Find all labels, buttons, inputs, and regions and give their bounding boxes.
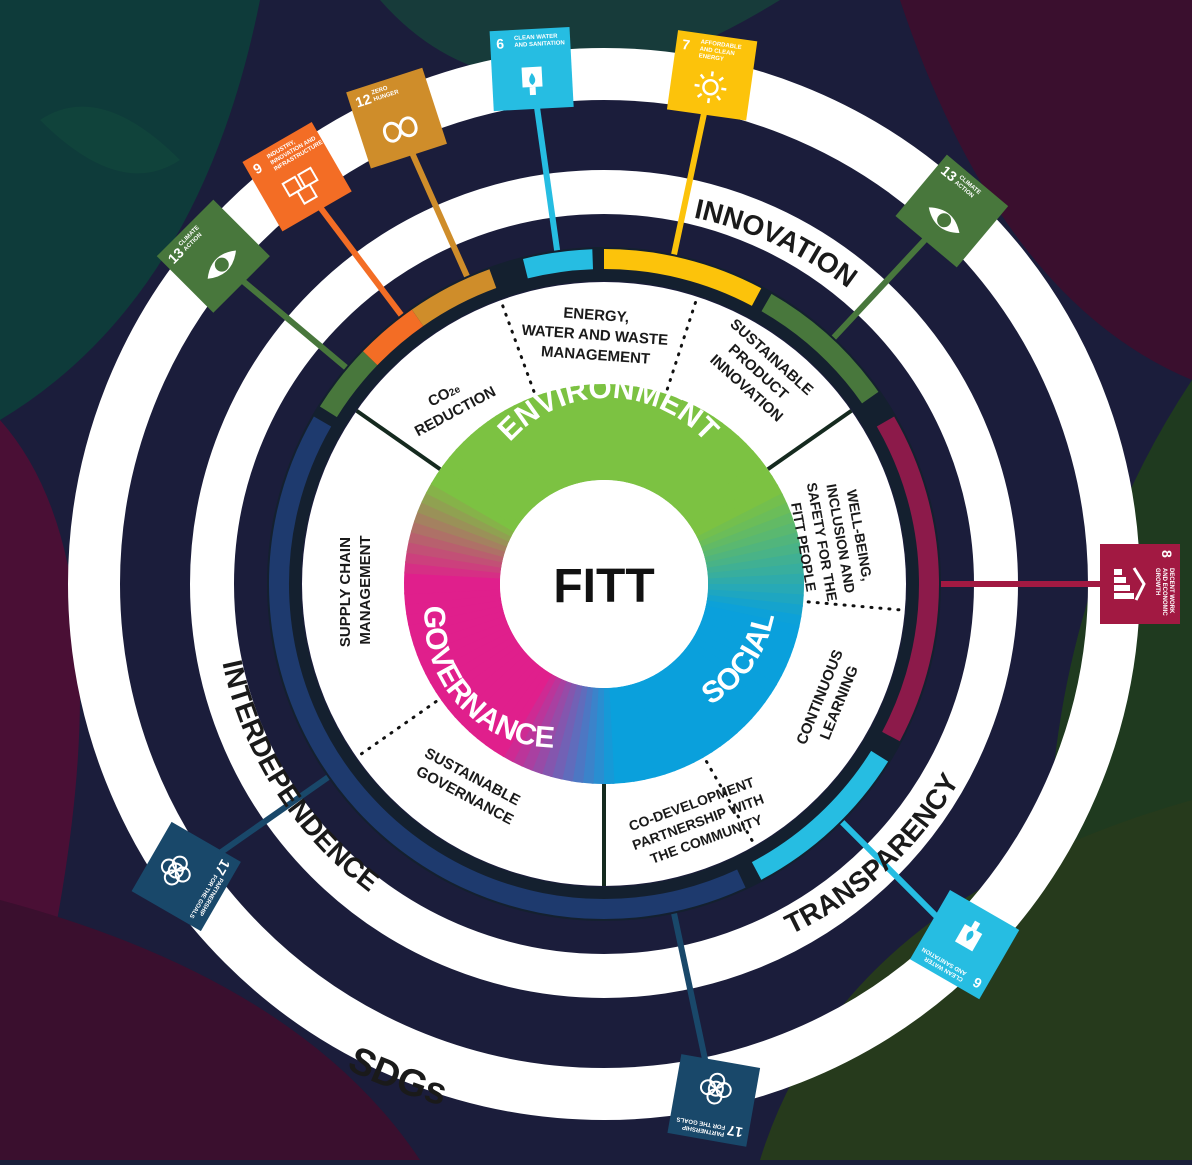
- center-title: FITT: [553, 560, 654, 613]
- arc-water-top: [525, 259, 592, 268]
- sdg-badge-caption: DECENT WORK: [1168, 568, 1174, 614]
- sdg-badge-caption: GROWTH: [1154, 568, 1160, 595]
- sdg-badge-caption: AND ECONOMIC: [1161, 568, 1167, 616]
- sdg-badge-number: 17: [726, 1122, 744, 1140]
- sdg-badge-number: 8: [1159, 550, 1175, 558]
- sdg-badge-number: 6: [496, 35, 505, 51]
